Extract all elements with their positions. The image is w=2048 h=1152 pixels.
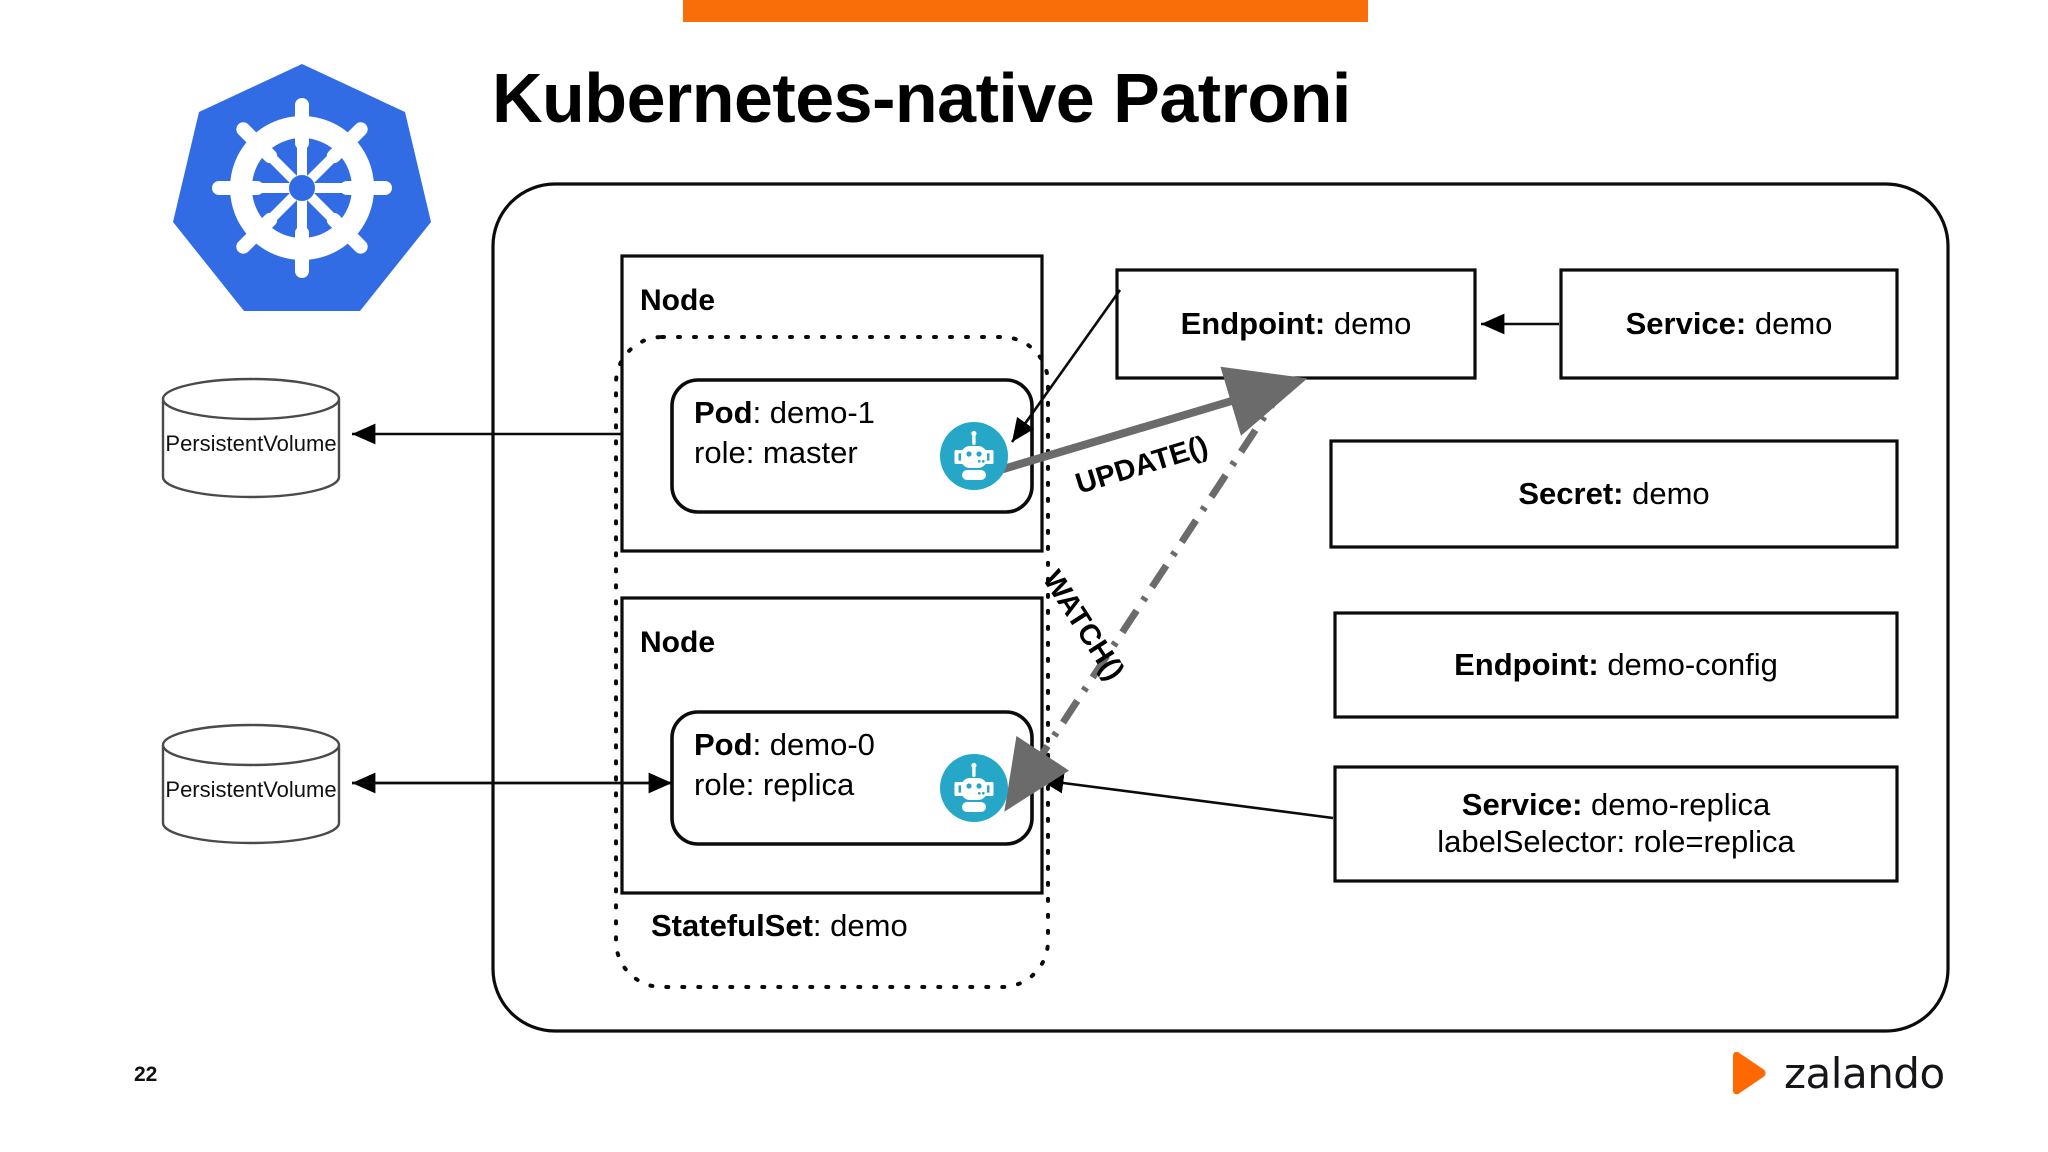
resource-secret-demo-key: Secret: (1518, 475, 1624, 511)
resource-service-demo-replica[interactable]: Service: demo-replica labelSelector: rol… (1335, 767, 1897, 881)
top-accent-bar (683, 0, 1368, 22)
zalando-wordmark: zalando (1784, 1048, 1945, 1098)
zalando-logo: zalando (1724, 1048, 1945, 1098)
resource-service-demo-value: demo (1746, 305, 1833, 341)
resource-endpoint-demo-config-value: demo-config (1598, 646, 1778, 682)
statefulset-label-rest: : demo (812, 908, 908, 943)
pod-1-name-bold: Pod (694, 395, 753, 430)
edge-label-watch: WATCH() (1036, 565, 1131, 686)
statefulset-label: StatefulSet: demo (651, 908, 908, 944)
persistent-volume-2-label: PersistentVolume (165, 777, 337, 802)
persistent-volume-1-label: PersistentVolume (165, 431, 337, 456)
resource-secret-demo[interactable]: Secret: demo (1331, 441, 1897, 547)
resource-service-demo-replica-selector: labelSelector: role=replica (1437, 824, 1795, 859)
pod-1-role: role: master (694, 434, 858, 470)
resource-secret-demo-value: demo (1623, 475, 1710, 511)
pod-2-text: Pod: demo-0 role: replica (694, 725, 875, 804)
resource-endpoint-demo-value: demo (1325, 305, 1412, 341)
resource-service-demo-replica-value: demo-replica (1582, 787, 1771, 823)
resource-endpoint-demo-config-key: Endpoint: (1454, 646, 1599, 682)
resource-service-demo[interactable]: Service: demo (1561, 270, 1897, 378)
resource-service-demo-replica-key: Service: (1461, 787, 1583, 823)
pod-2-name-rest: : demo-0 (752, 727, 875, 762)
pod-2-name-bold: Pod (694, 727, 753, 762)
resource-service-demo-key: Service: (1625, 305, 1747, 341)
pod-1-name-rest: : demo-1 (752, 395, 875, 430)
page-number: 22 (134, 1063, 158, 1086)
page-title: Kubernetes-native Patroni (492, 59, 1351, 137)
pod-2-role: role: replica (694, 766, 855, 802)
pod-1-text: Pod: demo-1 role: master (694, 393, 875, 472)
statefulset-label-bold: StatefulSet (651, 908, 813, 943)
resource-endpoint-demo-config[interactable]: Endpoint: demo-config (1335, 613, 1897, 717)
kubernetes-logo-icon (152, 38, 452, 338)
edge-label-update: UPDATE() (1072, 430, 1212, 501)
node-1-title: Node (640, 284, 715, 317)
node-2-title: Node (640, 626, 715, 659)
resource-endpoint-demo-key: Endpoint: (1180, 305, 1326, 341)
resource-endpoint-demo[interactable]: Endpoint: demo (1117, 270, 1475, 378)
patroni-robot-icon (940, 422, 1008, 490)
patroni-robot-icon (940, 754, 1008, 822)
zalando-play-triangle-icon (1733, 1051, 1766, 1095)
